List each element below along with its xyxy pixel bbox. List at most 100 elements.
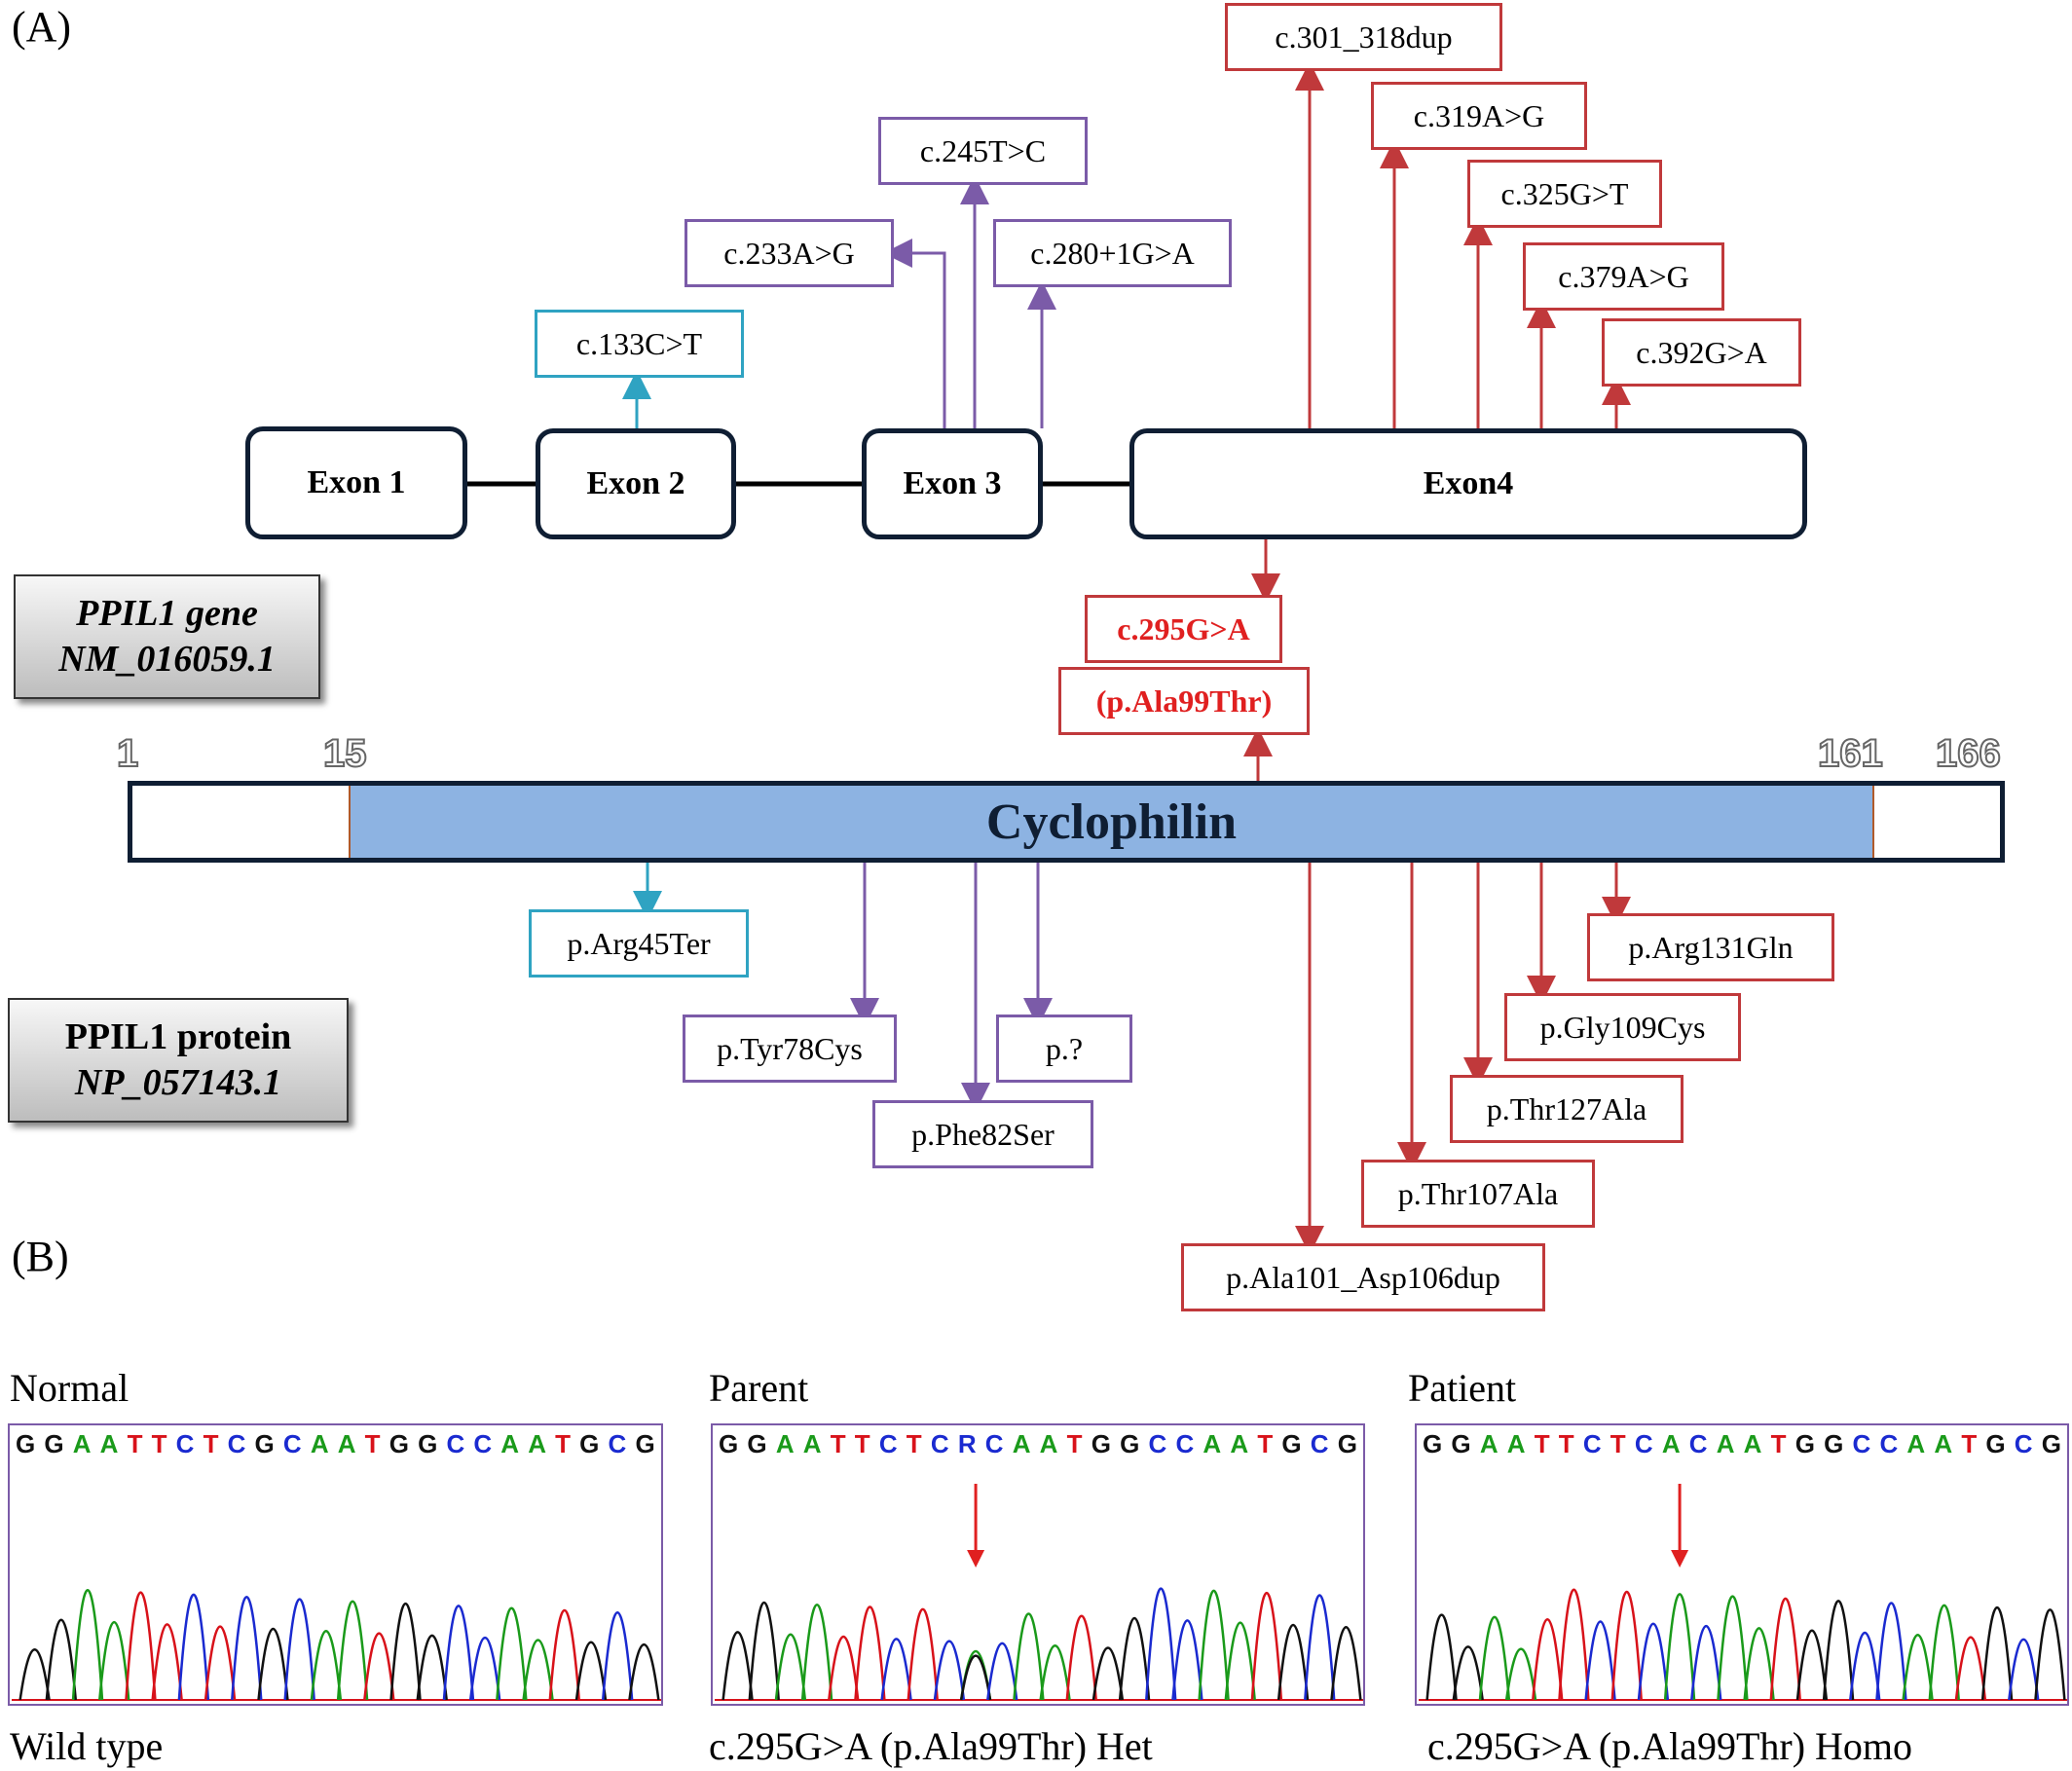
base-letter: C bbox=[282, 1429, 302, 1458]
trace-peak bbox=[906, 1607, 939, 1701]
trace-peak bbox=[45, 1618, 78, 1701]
base-letter: G bbox=[635, 1429, 655, 1458]
base-letter: T bbox=[1534, 1429, 1550, 1458]
base-letter: T bbox=[906, 1429, 922, 1458]
mutation-arrow-head bbox=[1671, 1550, 1689, 1568]
base-letter: A bbox=[775, 1429, 795, 1458]
base-letter: G bbox=[1423, 1429, 1443, 1458]
base-letter: G bbox=[1794, 1429, 1815, 1458]
base-letter: A bbox=[1230, 1429, 1249, 1458]
trace-peak bbox=[748, 1602, 780, 1701]
dna-mutation: c.392G>A bbox=[1602, 318, 1801, 387]
base-letter: C bbox=[1688, 1429, 1708, 1458]
base-letter: A bbox=[1506, 1429, 1526, 1458]
trace-peak bbox=[283, 1598, 315, 1701]
base-letter: C bbox=[1175, 1429, 1195, 1458]
trace-peak bbox=[416, 1634, 448, 1701]
base-letter: C bbox=[1148, 1429, 1167, 1458]
base-letter: A bbox=[802, 1429, 822, 1458]
trace-title-parent: Parent bbox=[709, 1366, 809, 1410]
trace-title-patient: Patient bbox=[1408, 1366, 1517, 1410]
position-166: 166 bbox=[1935, 731, 2002, 776]
trace-peak bbox=[1637, 1622, 1670, 1701]
base-letter: A bbox=[1934, 1429, 1953, 1458]
dna-mutation: c.280+1G>A bbox=[993, 219, 1232, 287]
dna-mutation: c.133C>T bbox=[535, 310, 744, 378]
trace-peak bbox=[151, 1623, 183, 1701]
exon-2: Exon 2 bbox=[536, 428, 736, 539]
protein-mutation: p.? bbox=[996, 1015, 1132, 1083]
trace-peak bbox=[1532, 1617, 1564, 1701]
trace-peak bbox=[1717, 1595, 1749, 1701]
trace-peak bbox=[1902, 1634, 1934, 1701]
protein-mutation: p.Thr127Ala bbox=[1450, 1075, 1684, 1143]
trace-peak bbox=[1928, 1604, 1960, 1701]
trace-peak bbox=[986, 1642, 1018, 1701]
trace-peak bbox=[18, 1648, 51, 1701]
base-letter: G bbox=[747, 1429, 767, 1458]
protein-name: PPIL1 protein bbox=[64, 1015, 292, 1057]
highlight-protein-mutation: (p.Ala99Thr) bbox=[1058, 667, 1310, 735]
exon-4: Exon4 bbox=[1129, 428, 1807, 539]
trace-peak bbox=[2008, 1638, 2040, 1701]
trace-peak bbox=[1558, 1588, 1590, 1701]
trace-peak bbox=[1769, 1598, 1801, 1701]
base-letter: A bbox=[99, 1429, 119, 1458]
highlight-dna-mutation: c.295G>A bbox=[1085, 595, 1282, 663]
base-letter: T bbox=[127, 1429, 143, 1458]
base-letter: G bbox=[1281, 1429, 1302, 1458]
base-letter: G bbox=[1451, 1429, 1471, 1458]
trace-peak bbox=[1198, 1589, 1230, 1701]
trace-peak bbox=[1304, 1594, 1336, 1701]
base-letter: G bbox=[388, 1429, 409, 1458]
trace-peak bbox=[1118, 1616, 1151, 1701]
base-letter: A bbox=[500, 1429, 520, 1458]
base-letter: G bbox=[1985, 1429, 2006, 1458]
trace-peak bbox=[1690, 1625, 1722, 1701]
base-letter: C bbox=[175, 1429, 195, 1458]
dna-mutation: c.379A>G bbox=[1523, 242, 1724, 311]
dna-mutation: c.233A>G bbox=[684, 219, 894, 287]
trace-peak bbox=[548, 1609, 580, 1701]
gene-label: PPIL1 gene NM_016059.1 bbox=[14, 574, 320, 699]
protein-accession: NP_057143.1 bbox=[74, 1062, 282, 1103]
protein-mutation: p.Arg45Ter bbox=[529, 909, 749, 978]
base-letter: C bbox=[1634, 1429, 1653, 1458]
trace-peak bbox=[1822, 1600, 1855, 1701]
base-letter: C bbox=[2014, 1429, 2033, 1458]
trace-peak bbox=[71, 1589, 104, 1701]
trace-caption-patient: c.295G>A (p.Ala99Thr) Homo bbox=[1427, 1724, 1913, 1768]
base-letter: A bbox=[310, 1429, 329, 1458]
base-letter: T bbox=[1558, 1429, 1574, 1458]
trace-peak bbox=[1039, 1644, 1071, 1701]
base-letter: G bbox=[579, 1429, 600, 1458]
base-letter: G bbox=[1337, 1429, 1357, 1458]
base-letter: T bbox=[1066, 1429, 1083, 1458]
base-letter: A bbox=[1661, 1429, 1681, 1458]
trace-peak bbox=[496, 1606, 528, 1701]
base-letter: C bbox=[1879, 1429, 1899, 1458]
position-161: 161 bbox=[1817, 731, 1884, 776]
base-letter: C bbox=[1310, 1429, 1329, 1458]
trace-peak bbox=[1224, 1621, 1256, 1701]
protein-mutation: p.Gly109Cys bbox=[1504, 993, 1741, 1061]
trace-peak bbox=[1478, 1615, 1511, 1701]
panel-label-a: (A) bbox=[12, 3, 72, 51]
base-letter: T bbox=[1961, 1429, 1978, 1458]
base-letter: C bbox=[473, 1429, 493, 1458]
trace-peak bbox=[442, 1605, 475, 1701]
base-letter: T bbox=[151, 1429, 167, 1458]
trace-peak bbox=[628, 1643, 660, 1701]
base-letter: T bbox=[1610, 1429, 1626, 1458]
base-letter: A bbox=[1012, 1429, 1031, 1458]
trace-peak bbox=[722, 1631, 754, 1701]
base-letter: C bbox=[930, 1429, 949, 1458]
trace-peak bbox=[231, 1595, 263, 1701]
trace-peak bbox=[1875, 1602, 1907, 1701]
trace-peak bbox=[1610, 1590, 1643, 1701]
trace-parent bbox=[715, 1484, 1363, 1701]
